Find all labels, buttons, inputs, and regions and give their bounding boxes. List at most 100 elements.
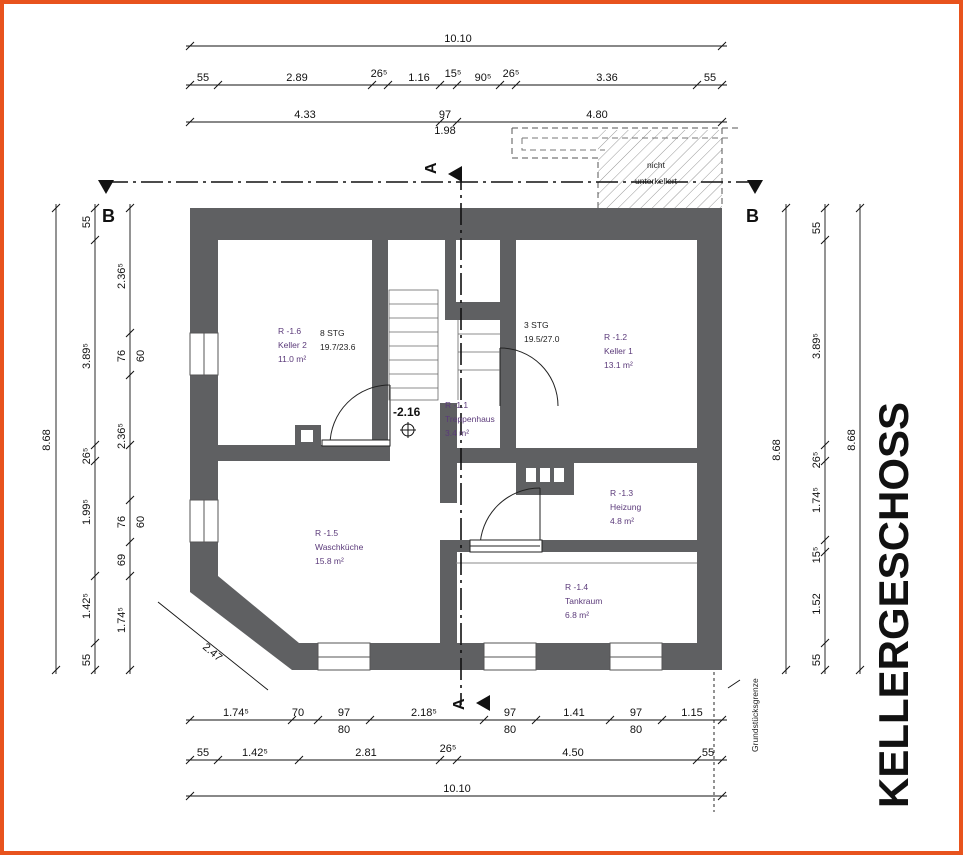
dimension-tick <box>90 571 100 581</box>
dimension-tick <box>452 117 462 127</box>
dimension-tick <box>820 535 830 545</box>
dimension-tick <box>185 755 195 765</box>
dim-bot-r1-0: 1.74⁵ <box>223 707 249 719</box>
dim-bot-r1-6: 97 <box>630 707 642 719</box>
level-value: -2.16 <box>393 405 421 419</box>
dimension-tick <box>781 665 791 675</box>
dimension-tick <box>717 80 727 90</box>
svg-text:13.1 m²: 13.1 m² <box>604 360 633 370</box>
dim-bot-r1-3: 2.18⁵ <box>411 707 437 719</box>
svg-text:Keller 1: Keller 1 <box>604 346 633 356</box>
dimension-tick <box>452 755 462 765</box>
dimension-tick <box>820 440 830 450</box>
section-markers <box>98 166 763 711</box>
room-keller-2: R -1.6 Keller 2 11.0 m² <box>278 326 307 364</box>
dim-top-overall: 10.10 <box>444 33 472 45</box>
dimension-tick <box>90 440 100 450</box>
svg-text:Tankraum: Tankraum <box>565 596 602 606</box>
dimension-tick <box>125 537 135 547</box>
dim-left-o-1: 3.89⁵ <box>81 343 93 369</box>
dim-left-o-4: 1.42⁵ <box>81 593 93 619</box>
dimension-tick <box>605 715 615 725</box>
section-a-bottom: A <box>451 698 468 710</box>
dim-left-o-2: 26⁵ <box>81 448 93 465</box>
svg-text:19.5/27.0: 19.5/27.0 <box>524 334 560 344</box>
level-marker: -2.16 <box>393 405 421 438</box>
dim-top-r2-6: 26⁵ <box>503 68 520 80</box>
dimension-tick <box>452 80 462 90</box>
svg-text:Treppenhaus: Treppenhaus <box>445 414 495 424</box>
dimension-tick <box>435 117 445 127</box>
section-b-right: B <box>746 206 759 226</box>
dimension-tick <box>479 715 489 725</box>
dim-left-o-3: 1.99⁵ <box>81 499 93 525</box>
dim-bot-r1-7: 1.15 <box>681 707 702 719</box>
page-title: KELLERGESCHOSS <box>870 402 917 808</box>
svg-text:R -1.2: R -1.2 <box>604 332 627 342</box>
svg-text:Heizung: Heizung <box>610 502 641 512</box>
room-keller-1: R -1.2 Keller 1 13.1 m² <box>604 332 633 370</box>
dim-top-r3-2: 4.80 <box>586 109 607 121</box>
dim-bot-r2-0: 55 <box>197 747 209 759</box>
dim-bot-r1-5: 1.41 <box>563 707 584 719</box>
dimension-tick <box>125 370 135 380</box>
room-heizung: R -1.3 Heizung 4.8 m² <box>610 488 641 526</box>
dimension-tick <box>820 665 830 675</box>
dim-top-r3-0: 4.33 <box>294 109 315 121</box>
svg-text:R -1.6: R -1.6 <box>278 326 301 336</box>
dimension-tick <box>511 80 521 90</box>
dim-bot-overall: 10.10 <box>443 783 471 795</box>
svg-text:3.4 m²: 3.4 m² <box>445 428 469 438</box>
dim-top-r2-2: 26⁵ <box>371 68 388 80</box>
dim-left-i-3: 76 <box>116 516 128 528</box>
dimension-tick <box>657 715 667 725</box>
dimension-tick <box>820 203 830 213</box>
dim-left-i-5: 1.74⁵ <box>116 607 128 633</box>
dim-right-1: 3.89⁵ <box>811 333 823 359</box>
dimension-tick <box>717 715 727 725</box>
dimension-tick <box>531 715 541 725</box>
dim-bot-r2-1: 1.42⁵ <box>242 747 268 759</box>
room-waschkueche: R -1.5 Waschküche 15.8 m² <box>315 528 364 566</box>
dimension-tick <box>435 755 445 765</box>
dim-diagonal: 2.47 <box>200 641 224 664</box>
dim-left-o-5: 55 <box>81 654 93 666</box>
dim-top-r2-0: 55 <box>197 72 209 84</box>
dimension-tick <box>185 117 195 127</box>
dim-top-r2-8: 55 <box>704 72 716 84</box>
section-lines <box>106 168 755 705</box>
dimension-tick <box>213 80 223 90</box>
dim-top-r3-sub: 1.98 <box>434 125 455 137</box>
dim-top-r2-1: 2.89 <box>286 72 307 84</box>
dim-top-r2-7: 3.36 <box>596 72 617 84</box>
dim-bot-r1-2: 97 <box>338 707 350 719</box>
not-basement-area: nicht unterkellert <box>511 127 740 208</box>
dimension-tick <box>125 665 135 675</box>
dimension-tick <box>717 117 727 127</box>
dimension-tick <box>692 755 702 765</box>
dimension-tick <box>717 791 727 801</box>
dimension-tick <box>125 571 135 581</box>
dimension-tick <box>365 715 375 725</box>
dim-bot-r2-3: 26⁵ <box>440 743 457 755</box>
dimension-tick <box>692 80 702 90</box>
svg-text:3 STG: 3 STG <box>524 320 549 330</box>
dim-bot-r1-4: 97 <box>504 707 516 719</box>
svg-text:R -1.4: R -1.4 <box>565 582 588 592</box>
dim-left-open-1: 60 <box>135 516 147 528</box>
dimension-tick <box>820 235 830 245</box>
room-treppenhaus: R -1.1 Treppenhaus 3.4 m² <box>445 400 495 438</box>
svg-text:R -1.3: R -1.3 <box>610 488 633 498</box>
svg-text:4.8 m²: 4.8 m² <box>610 516 634 526</box>
dimension-tick <box>717 755 727 765</box>
dim-left-open-0: 60 <box>135 350 147 362</box>
room-tankraum: R -1.4 Tankraum 6.8 m² <box>565 582 602 620</box>
dimension-tick <box>90 235 100 245</box>
dimension-tick <box>820 638 830 648</box>
dimension-tick <box>820 456 830 466</box>
dimension-tick <box>313 715 323 725</box>
dim-bot-r1-1: 70 <box>292 707 304 719</box>
dim-bot-r2-4: 4.50 <box>562 747 583 759</box>
